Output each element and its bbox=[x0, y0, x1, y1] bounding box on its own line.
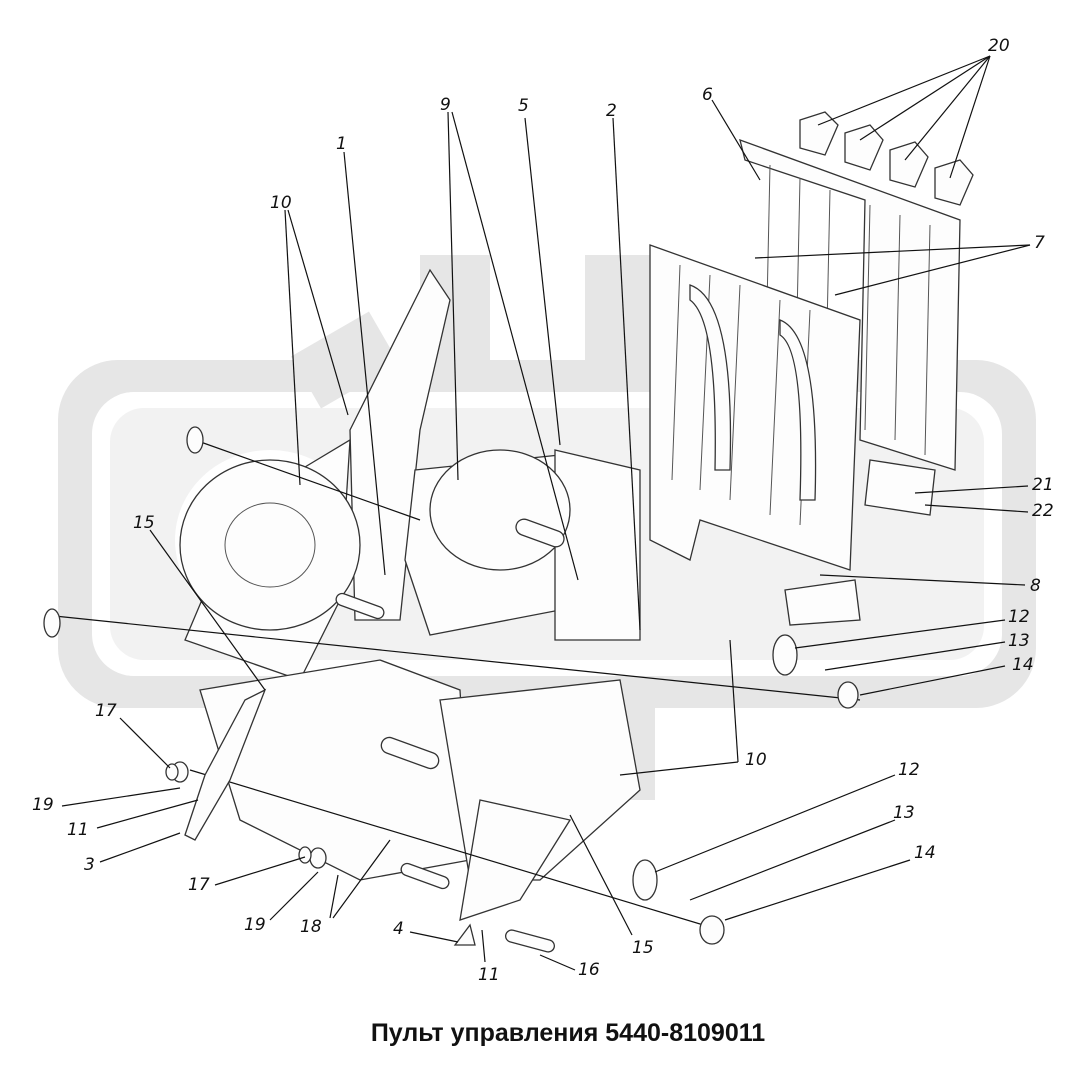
callout-14-lower: 14 bbox=[914, 843, 936, 863]
callout-10-upper: 10 bbox=[270, 193, 292, 213]
callout-9: 9 bbox=[440, 95, 451, 115]
callout-4: 4 bbox=[393, 919, 404, 939]
callout-21: 21 bbox=[1032, 475, 1054, 495]
callout-2: 2 bbox=[606, 101, 617, 121]
callout-7: 7 bbox=[1034, 233, 1045, 253]
leader-lines bbox=[61, 55, 1031, 971]
callout-16: 16 bbox=[578, 960, 600, 980]
callout-20: 20 bbox=[988, 36, 1010, 56]
callout-19-lower: 19 bbox=[244, 915, 266, 935]
callout-19-left: 19 bbox=[32, 795, 54, 815]
button-caps bbox=[799, 111, 974, 206]
callout-13-upper: 13 bbox=[1008, 631, 1030, 651]
callout-8: 8 bbox=[1030, 576, 1041, 596]
callout-3: 3 bbox=[84, 855, 95, 875]
callout-10-lower: 10 bbox=[745, 750, 767, 770]
callout-1: 1 bbox=[336, 134, 347, 154]
callout-22: 22 bbox=[1032, 501, 1054, 521]
lower-assembly bbox=[43, 426, 861, 953]
callout-labels: 20 6 9 5 2 1 10 7 21 22 15 8 12 13 14 17… bbox=[32, 36, 1054, 985]
callout-17-left: 17 bbox=[95, 701, 117, 721]
side-plates bbox=[179, 268, 641, 681]
callout-14-upper: 14 bbox=[1012, 655, 1034, 675]
callout-15-lower: 15 bbox=[632, 938, 654, 958]
callout-11-lower: 11 bbox=[478, 965, 500, 985]
callout-18: 18 bbox=[300, 917, 322, 937]
callout-11-left: 11 bbox=[67, 820, 89, 840]
diagram-title: Пульт управления 5440-8109011 bbox=[371, 1019, 765, 1047]
switch-block-assembly bbox=[649, 111, 974, 626]
callout-13-lower: 13 bbox=[893, 803, 915, 823]
callout-5: 5 bbox=[518, 96, 529, 116]
callout-6: 6 bbox=[702, 85, 713, 105]
callout-12-lower: 12 bbox=[898, 760, 920, 780]
callout-17-lower: 17 bbox=[188, 875, 210, 895]
callout-12-upper: 12 bbox=[1008, 607, 1030, 627]
callout-15-left: 15 bbox=[133, 513, 155, 533]
